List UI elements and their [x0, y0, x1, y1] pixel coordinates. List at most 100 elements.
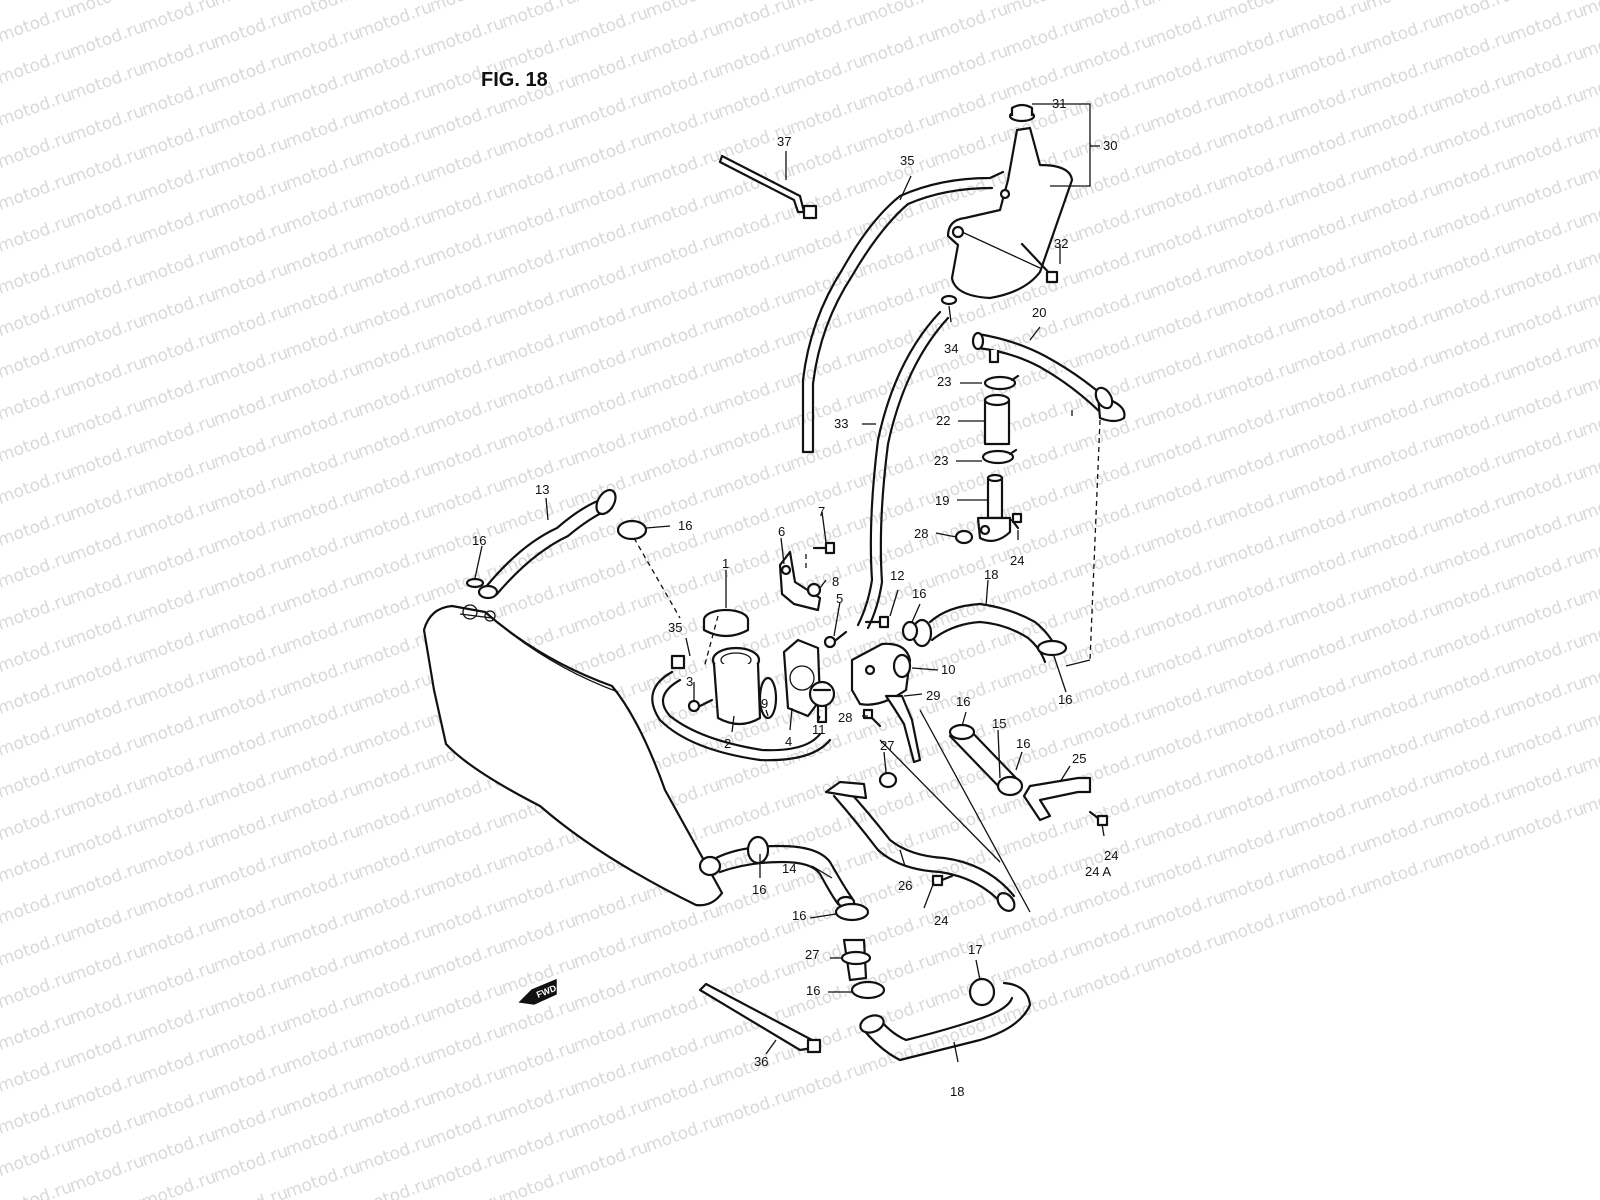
watermark-text: motod.ru	[283, 569, 363, 614]
watermark-text: motod.ru	[1435, 699, 1515, 744]
callout-8: 8	[832, 574, 839, 589]
callout-28-bottom: 27	[880, 738, 894, 753]
watermark-text: motod.ru	[859, 277, 939, 322]
bolt-3	[687, 698, 714, 713]
watermark-text: motod.ru	[355, 459, 435, 504]
watermark-text: motod.ru	[1147, 173, 1227, 218]
thermostat-case-10	[850, 642, 912, 706]
watermark-text: motod.ru	[355, 417, 435, 462]
watermark-text: motod.ru	[1219, 63, 1299, 108]
watermark-text: motod.ru	[643, 145, 723, 190]
callout-36: 35	[900, 153, 914, 168]
watermark-text: motod.ru	[0, 337, 75, 382]
watermark-text: motod.ru	[499, 575, 579, 620]
watermark-text: motod.ru	[859, 67, 939, 112]
watermark-text: motod.ru	[1291, 457, 1371, 502]
watermark-text: motod.ru	[643, 1027, 723, 1072]
watermark-text: motod.ru	[1003, 351, 1083, 396]
watermark-text: motod.ru	[1507, 85, 1587, 130]
watermark-text: motod.ru	[1219, 693, 1299, 738]
watermark-text: motod.ru	[0, 379, 75, 424]
watermark-text: motod.ru	[355, 375, 435, 420]
watermark-text: motod.ru	[67, 59, 147, 104]
watermark-text: motod.ru	[571, 423, 651, 468]
watermark-text: motod.ru	[1363, 179, 1443, 224]
callout-28-top: 28	[914, 526, 928, 541]
watermark-text: motod.ru	[1147, 677, 1227, 722]
watermark-text: motod.ru	[211, 1057, 291, 1102]
watermark-text: motod.ru	[427, 1189, 507, 1200]
watermark-text: motod.ru	[283, 359, 363, 404]
watermark-text: motod.ru	[1507, 379, 1587, 424]
watermark-text: motod.ru	[571, 1137, 651, 1182]
callout-16-mid: 16	[912, 586, 926, 601]
watermark-text: motod.ru	[67, 1151, 147, 1196]
watermark-text: motod.ru	[1219, 777, 1299, 822]
watermark-text: motod.ru	[211, 1099, 291, 1144]
watermark-text: motod.ru	[1291, 709, 1371, 754]
watermark-text: motod.ru	[211, 1015, 291, 1060]
watermark-text: motod.ru	[1219, 525, 1299, 570]
watermark-text: motod.ru	[139, 117, 219, 162]
watermark-text: motod.ru	[1003, 561, 1083, 606]
watermark-text: motod.ru	[715, 413, 795, 458]
watermark-text: motod.ru	[1147, 803, 1227, 848]
watermark-text: motod.ru	[211, 343, 291, 388]
callout-35-top: 34	[944, 341, 958, 356]
watermark-text: motod.ru	[571, 171, 651, 216]
callout-30: 29	[926, 688, 940, 703]
watermark-text: motod.ru	[211, 175, 291, 220]
watermark-text: motod.ru	[715, 917, 795, 962]
watermark-text: motod.ru	[859, 361, 939, 406]
watermark-text: motod.ru	[1147, 761, 1227, 806]
watermark-text: motod.ru	[1219, 483, 1299, 528]
watermark-text: motod.ru	[0, 1009, 75, 1054]
watermark-text: motod.ru	[1075, 493, 1155, 538]
watermark-text: motod.ru	[211, 973, 291, 1018]
watermark-text: motod.ru	[1291, 835, 1371, 880]
joint-27	[840, 938, 872, 982]
callout-5: 5	[836, 591, 843, 606]
watermark-text: motod.ru	[139, 999, 219, 1044]
watermark-text: motod.ru	[67, 815, 147, 860]
watermark-text: motod.ru	[1147, 89, 1227, 134]
watermark-text: motod.ru	[1435, 741, 1515, 786]
watermark-text: motod.ru	[0, 1135, 75, 1180]
watermark-text: motod.ru	[1219, 189, 1299, 234]
watermark-text: motod.ru	[427, 13, 507, 58]
watermark-text: motod.ru	[211, 889, 291, 934]
watermark-text: motod.ru	[499, 1037, 579, 1082]
watermark-text: motod.ru	[1291, 373, 1371, 418]
watermark-text: motod.ru	[787, 975, 867, 1020]
watermark-text: motod.ru	[1363, 851, 1443, 896]
watermark-text: motod.ru	[1219, 399, 1299, 444]
callout-24a: 24 A	[1085, 864, 1111, 879]
watermark-text: motod.ru	[859, 193, 939, 238]
watermark-text: motod.ru	[211, 931, 291, 976]
watermark-text: motod.ru	[283, 485, 363, 530]
watermark-text: motod.ru	[1363, 515, 1443, 560]
watermark-text: motod.ru	[211, 637, 291, 682]
watermark-text: motod.ru	[283, 695, 363, 740]
watermark-text: motod.ru	[355, 795, 435, 840]
callout-16-left: 16	[472, 533, 486, 548]
watermark-text: motod.ru	[1291, 79, 1371, 124]
tie-37	[698, 982, 822, 1054]
watermark-text: motod.ru	[211, 721, 291, 766]
watermark-text: motod.ru	[1363, 305, 1443, 350]
watermark-text: motod.ru	[355, 1089, 435, 1134]
nut-8	[806, 582, 822, 598]
watermark-text: motod.ru	[1219, 903, 1299, 948]
watermark-text: motod.ru	[283, 1073, 363, 1118]
watermark-text: motod.ru	[643, 187, 723, 232]
watermark-text: motod.ru	[499, 533, 579, 578]
watermark-text: motod.ru	[859, 151, 939, 196]
watermark-text: motod.ru	[499, 365, 579, 410]
watermark-text: motod.ru	[67, 311, 147, 356]
watermark-text: motod.ru	[571, 3, 651, 48]
watermark-text: motod.ru	[427, 307, 507, 352]
watermark-text: motod.ru	[1291, 667, 1371, 712]
watermark-text: motod.ru	[715, 77, 795, 122]
bolt-7	[812, 541, 836, 555]
